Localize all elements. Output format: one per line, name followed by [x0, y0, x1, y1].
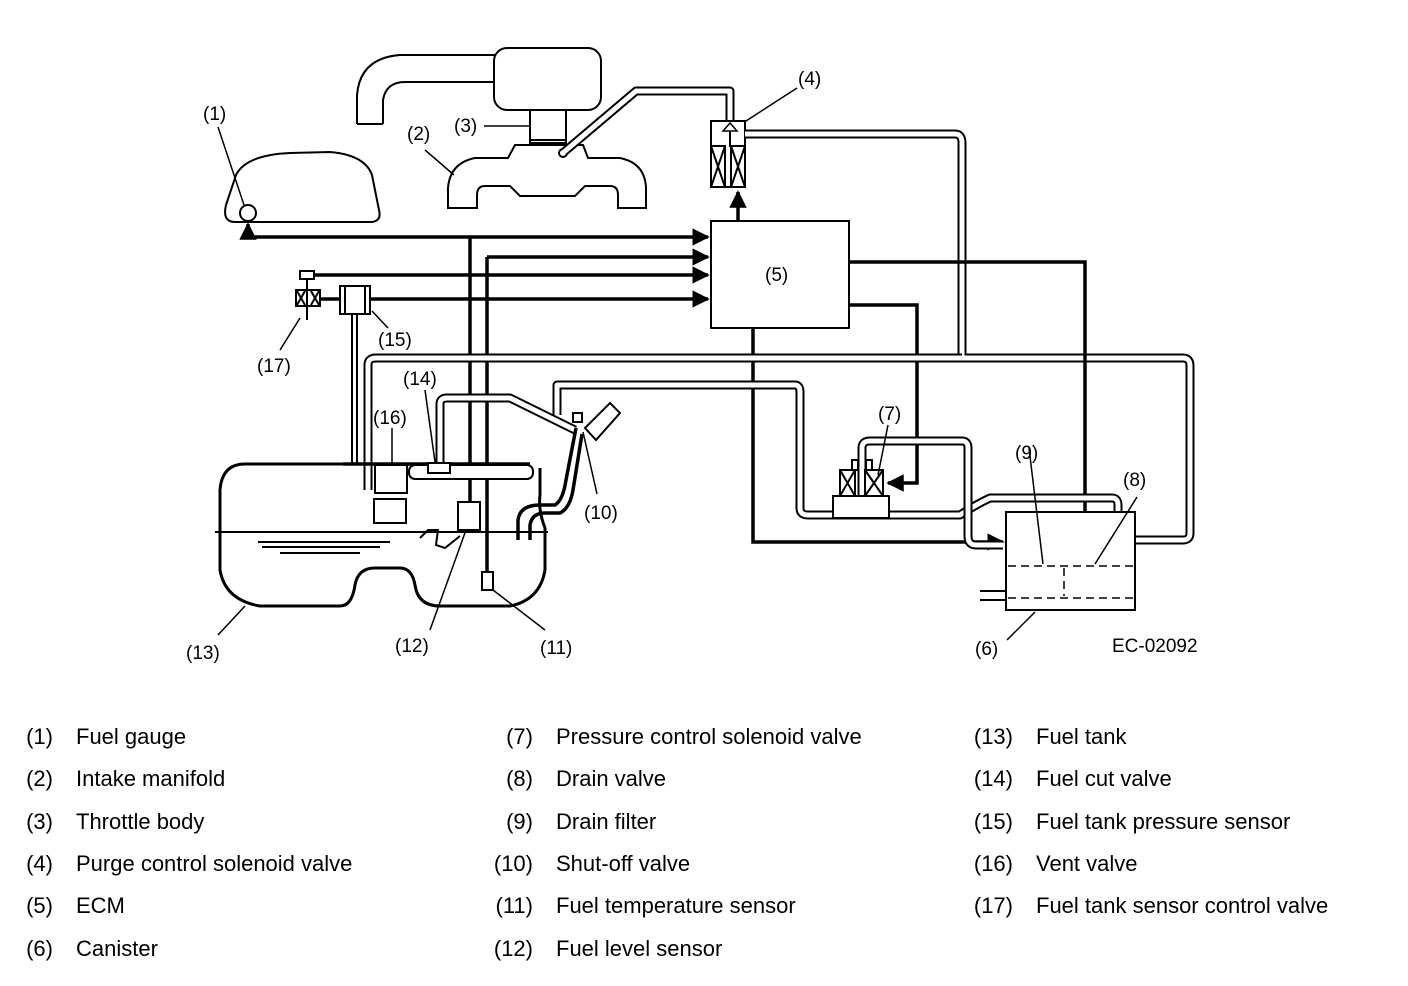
callout-6: (6) — [975, 639, 998, 660]
ecm — [710, 190, 850, 329]
legend-label: Shut-off valve — [556, 850, 691, 876]
pressure-control-solenoid-valve — [832, 424, 890, 519]
callout-3: (3) — [454, 116, 477, 137]
legend-label: Fuel temperature sensor — [556, 893, 796, 919]
figure-code: EC-02092 — [1112, 636, 1198, 657]
legend-label: Fuel level sensor — [556, 935, 723, 961]
ecm-output-lines — [751, 260, 1094, 567]
callout-labels: (1) (2) (3) (4) (5) (6) (7) (8) (9) (10)… — [186, 69, 1198, 664]
legend-label: Fuel tank — [1036, 724, 1127, 749]
legend-number: (6) — [26, 935, 53, 961]
intake-manifold — [424, 144, 647, 209]
legend-label: Purge control solenoid valve — [76, 850, 353, 876]
fuel-level-sensor — [419, 501, 481, 631]
legend: (1) Fuel gauge (2) Intake manifold (3) Thrott… — [0, 722, 1408, 982]
legend-number: (9) — [506, 808, 533, 834]
fuel-tank-pressure-sensor — [339, 285, 389, 465]
legend-label: Intake manifold — [76, 766, 226, 792]
callout-13: (13) — [186, 643, 220, 664]
callout-8: (8) — [1123, 470, 1146, 491]
legend-number: (14) — [973, 766, 1013, 792]
callout-15: (15) — [378, 330, 412, 351]
fuel-gauge — [217, 126, 381, 223]
callout-14: (14) — [403, 369, 437, 390]
legend-number: (16) — [973, 850, 1013, 876]
callout-11: (11) — [540, 638, 572, 659]
legend-number: (10) — [493, 850, 533, 876]
legend-number: (5) — [26, 893, 53, 919]
callout-1: (1) — [203, 104, 226, 125]
legend-number: (12) — [493, 935, 533, 961]
vent-valve — [373, 428, 408, 524]
ecm-signal-lines — [239, 222, 710, 585]
throttle-body — [484, 109, 567, 144]
legend-number: (2) — [26, 766, 53, 792]
legend-number: (1) — [26, 724, 53, 749]
fuel-tank-sensor-control-valve — [279, 270, 321, 351]
callout-5: (5) — [765, 265, 788, 286]
legend-label: Throttle body — [76, 808, 205, 834]
evap-system-diagram: (1) (2) (3) (4) (5) (6) (7) (8) (9) (10)… — [186, 47, 1198, 664]
legend-number: (4) — [26, 850, 53, 876]
callout-16: (16) — [373, 408, 407, 429]
callout-17: (17) — [257, 356, 291, 377]
fuel-cut-valve — [408, 389, 534, 480]
air-cleaner — [356, 47, 602, 125]
legend-number: (8) — [506, 766, 533, 792]
legend-number: (13) — [973, 724, 1013, 749]
legend-label: Vent valve — [1036, 850, 1138, 876]
callout-12: (12) — [395, 636, 429, 657]
legend-number: (17) — [973, 893, 1013, 919]
callout-9: (9) — [1015, 443, 1038, 464]
fuel-temperature-sensor — [481, 571, 546, 631]
callout-2: (2) — [407, 124, 430, 145]
callout-10: (10) — [584, 503, 618, 524]
legend-label: ECM — [76, 893, 125, 919]
callout-4: (4) — [798, 69, 821, 90]
legend-label: Fuel gauge — [76, 724, 187, 749]
legend-label: Pressure control solenoid valve — [556, 724, 862, 749]
legend-number: (7) — [506, 724, 533, 749]
callout-7: (7) — [878, 404, 901, 425]
legend-label: Canister — [76, 935, 158, 961]
purge-control-solenoid-valve — [710, 87, 798, 188]
canister — [980, 447, 1138, 641]
filler-neck — [516, 401, 622, 540]
legend-label: Fuel cut valve — [1036, 766, 1172, 792]
legend-number: (15) — [973, 808, 1013, 834]
shut-off-valve — [572, 412, 598, 495]
legend-label: Fuel tank sensor control valve — [1036, 893, 1329, 919]
legend-label: Fuel tank pressure sensor — [1036, 808, 1291, 834]
legend-label: Drain valve — [556, 766, 667, 792]
legend-number: (11) — [495, 893, 534, 919]
legend-label: Drain filter — [556, 808, 657, 834]
legend-number: (3) — [26, 808, 53, 834]
